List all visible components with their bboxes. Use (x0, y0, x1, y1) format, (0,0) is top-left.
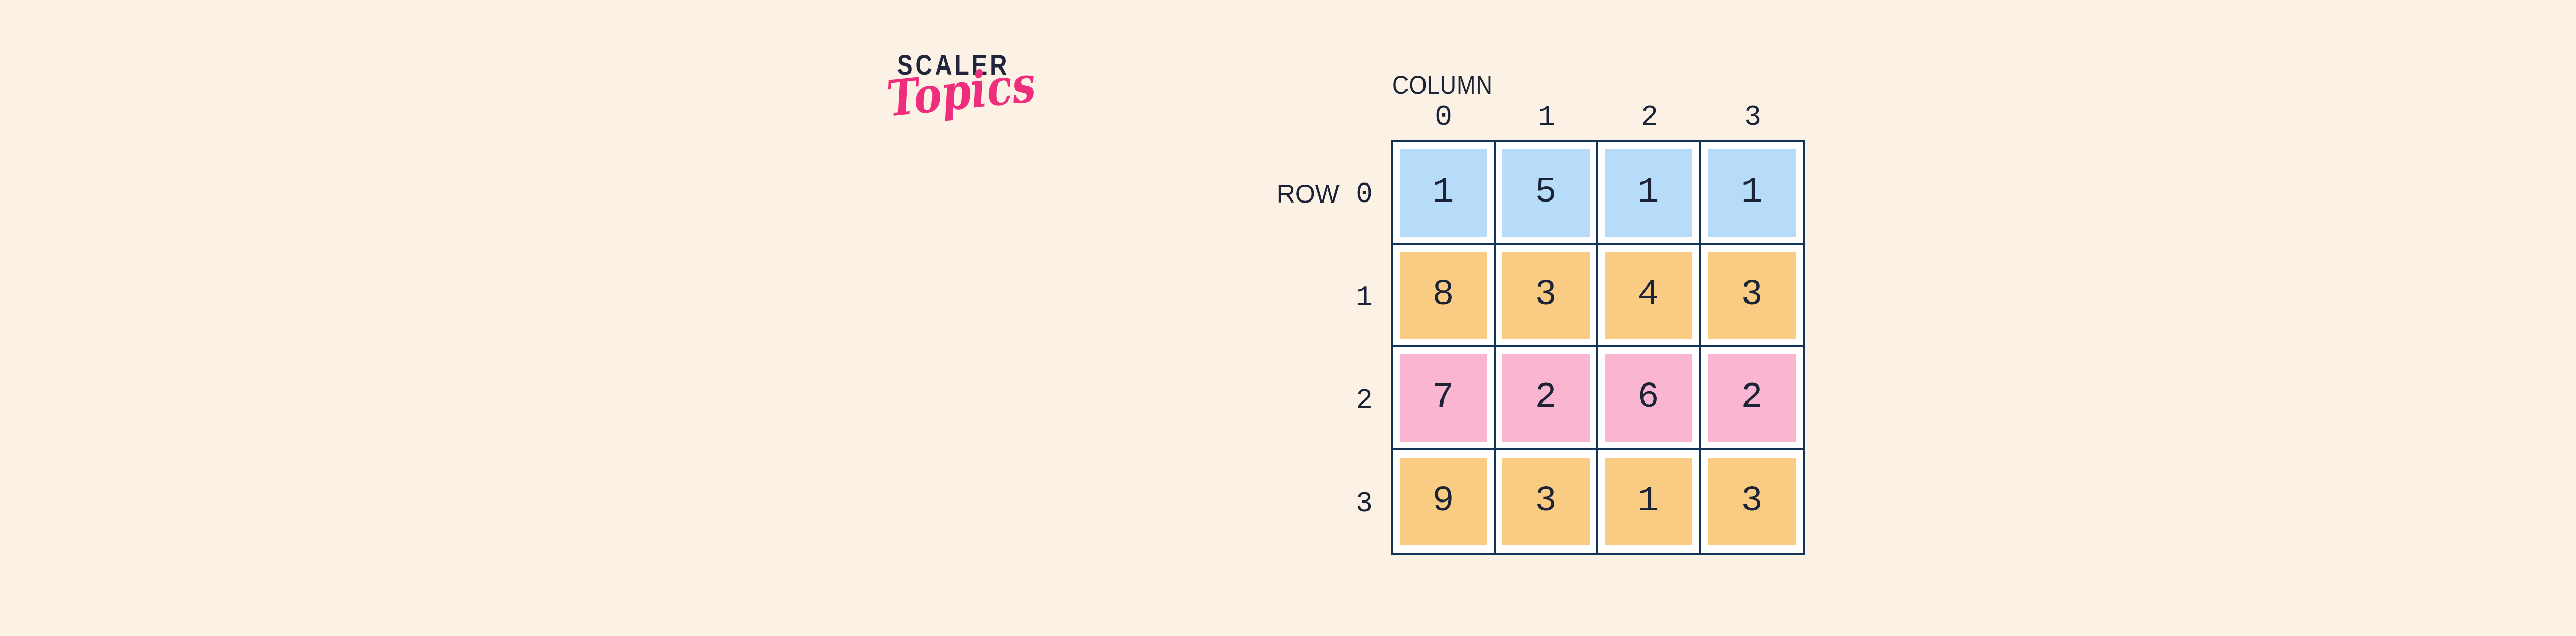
column-axis-label: COLUMN (1392, 71, 1493, 99)
cell-value: 3 (1502, 251, 1590, 339)
column-index-0: 0 (1435, 101, 1452, 133)
cell-value: 3 (1502, 457, 1590, 545)
cell-value: 9 (1399, 457, 1487, 545)
cell-value: 6 (1604, 354, 1692, 442)
grid-cell-r2-c2: 6 (1598, 347, 1701, 450)
row-axis-label: ROW (1276, 179, 1340, 208)
cell-value: 2 (1708, 354, 1796, 442)
row-index-2: 2 (1355, 384, 1373, 417)
cell-value: 7 (1399, 354, 1487, 442)
grid-cell-r3-c2: 1 (1598, 450, 1701, 553)
array-grid: 1 5 1 1 8 3 4 3 7 2 6 2 9 3 1 3 (1391, 140, 1805, 555)
cell-value: 1 (1604, 457, 1692, 545)
cell-value: 3 (1708, 457, 1796, 545)
cell-value: 1 (1604, 148, 1692, 237)
grid-cell-r2-c1: 2 (1496, 347, 1598, 450)
grid-cell-r0-c0: 1 (1393, 142, 1496, 245)
grid-cell-r3-c0: 9 (1393, 450, 1496, 553)
column-index-1: 1 (1538, 101, 1555, 133)
grid-cell-r0-c3: 1 (1701, 142, 1803, 245)
grid-cell-r2-c3: 2 (1701, 347, 1803, 450)
grid-cell-r0-c2: 1 (1598, 142, 1701, 245)
grid-cell-r1-c0: 8 (1393, 245, 1496, 347)
cell-value: 1 (1399, 148, 1487, 237)
grid-cell-r3-c1: 3 (1496, 450, 1598, 553)
row-index-0: 0 (1355, 178, 1373, 211)
cell-value: 5 (1502, 148, 1590, 237)
grid-cell-r2-c0: 7 (1393, 347, 1496, 450)
grid-cell-r3-c3: 3 (1701, 450, 1803, 553)
row-index-1: 1 (1355, 281, 1373, 314)
grid-cell-r0-c1: 5 (1496, 142, 1598, 245)
column-index-3: 3 (1744, 101, 1761, 133)
cell-value: 1 (1708, 148, 1796, 237)
grid-cell-r1-c2: 4 (1598, 245, 1701, 347)
scaler-wordmark: SCALER (897, 48, 1010, 81)
cell-value: 3 (1708, 251, 1796, 339)
grid-cell-r1-c3: 3 (1701, 245, 1803, 347)
column-index-2: 2 (1641, 101, 1658, 133)
grid-cell-r1-c1: 3 (1496, 245, 1598, 347)
row-index-3: 3 (1355, 487, 1373, 520)
cell-value: 8 (1399, 251, 1487, 339)
cell-value: 2 (1502, 354, 1590, 442)
cell-value: 4 (1604, 251, 1692, 339)
